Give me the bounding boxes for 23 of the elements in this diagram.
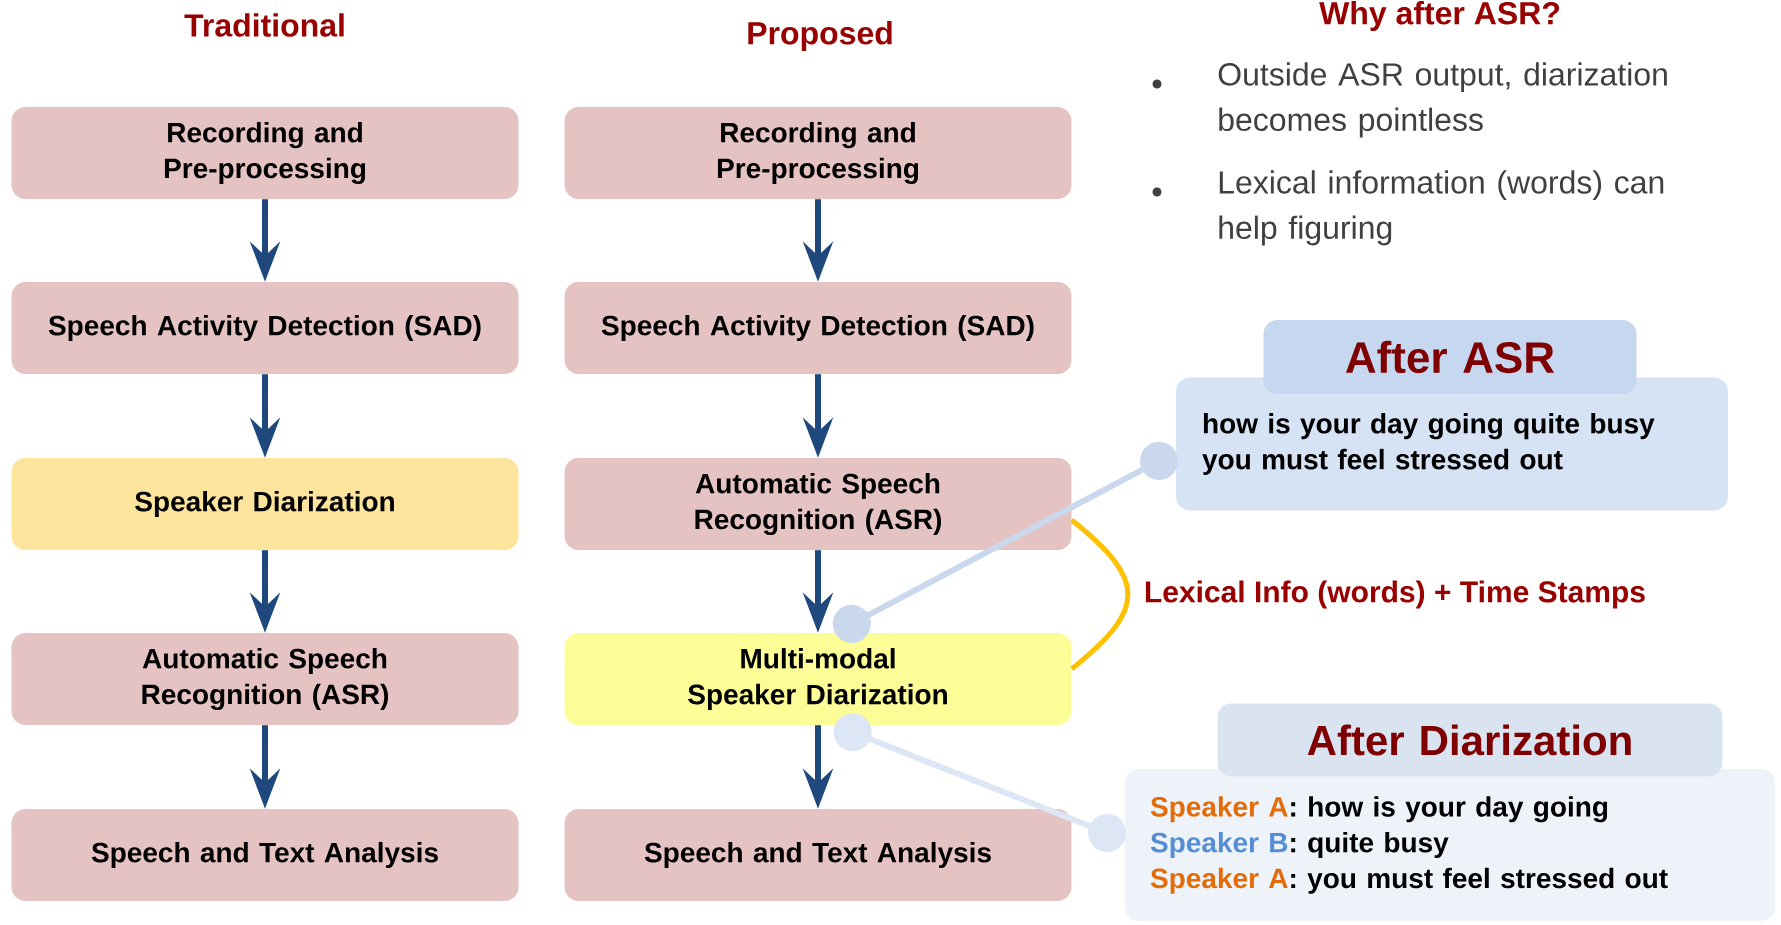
process-box: Speech and Text Analysis xyxy=(11,809,519,901)
column-title: Why after ASR? xyxy=(1319,1,1559,31)
edge-label: Lexical Info (words) + Time Stamps xyxy=(1141,578,1648,611)
process-box: Speech Activity Detection (SAD) xyxy=(564,282,1072,374)
heading-tab: After Diarization xyxy=(1217,703,1723,777)
column-title: Traditional xyxy=(184,13,344,37)
heading-tab: After ASR xyxy=(1263,320,1637,394)
process-box: Speech Activity Detection (SAD) xyxy=(11,282,519,374)
process-box: Speech and Text Analysis xyxy=(564,809,1072,901)
curved-connector xyxy=(1070,518,1131,671)
process-box: Automatic Speech Recognition (ASR) xyxy=(564,458,1072,550)
leader-line xyxy=(833,713,1127,852)
text-panel: how is your day going quite busy you must feel stressed out xyxy=(1176,377,1728,511)
process-box: Recording and Pre-processing xyxy=(11,107,519,199)
column-title: Proposed xyxy=(748,21,892,51)
process-box: Multi-modal Speaker Diarization xyxy=(564,633,1072,725)
bullet-text: Outside ASR output, diarization becomes pointless xyxy=(1218,62,1667,138)
bullet-text: Lexical information (words) can help figuring xyxy=(1219,170,1664,246)
leader-line xyxy=(832,441,1178,643)
process-box: Recording and Pre-processing xyxy=(564,107,1072,199)
process-box: Automatic Speech Recognition (ASR) xyxy=(11,633,519,725)
process-box: Speaker Diarization xyxy=(11,458,519,550)
transcript-panel: Speaker A: how is your day going Speaker B: quite busy Speaker A: you must feel stressed out xyxy=(1125,769,1775,921)
